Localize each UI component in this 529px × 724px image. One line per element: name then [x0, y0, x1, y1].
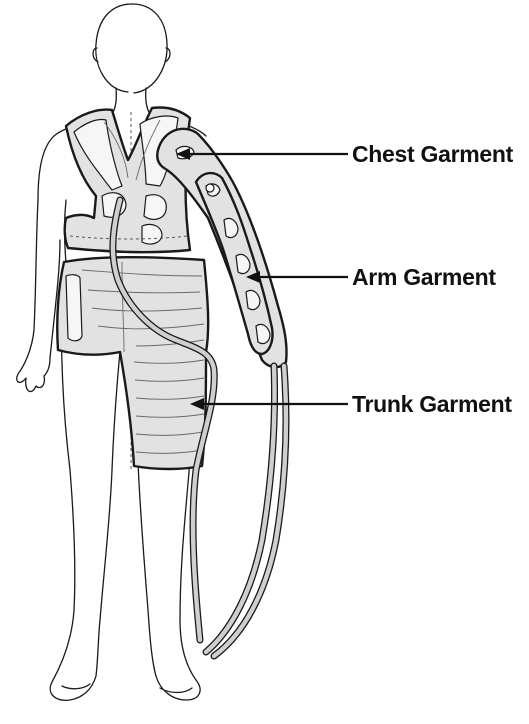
chest-garment-label: Chest Garment — [352, 141, 514, 167]
chest-garment — [65, 107, 190, 252]
arm-garment-label: Arm Garment — [352, 264, 496, 290]
trunk-garment-label: Trunk Garment — [352, 391, 512, 417]
trunk-garment — [57, 257, 208, 469]
